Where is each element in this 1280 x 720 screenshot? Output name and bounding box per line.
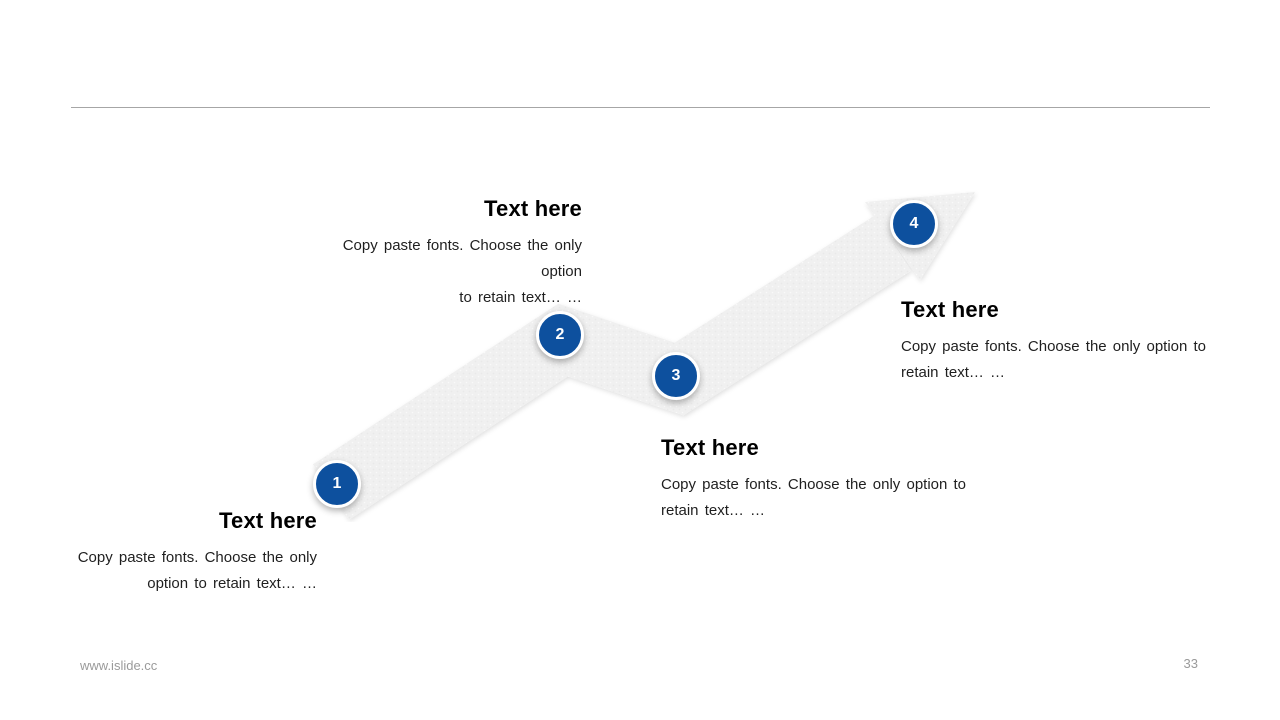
step-body-3-line-2: retain text… … <box>661 502 766 519</box>
step-node-3: 3 <box>652 352 700 400</box>
footer-page-number: 33 <box>1183 656 1198 671</box>
step-body-2-line-1: Copy paste fonts. Choose the only option <box>342 237 582 280</box>
step-body-3-line-1: Copy paste fonts. Choose the only option… <box>661 476 967 493</box>
footer-website: www.islide.cc <box>80 658 158 673</box>
step-node-2: 2 <box>536 311 584 359</box>
step-text-block-1: Text here Copy paste fonts. Choose the o… <box>60 508 317 597</box>
top-divider-line <box>71 107 1210 108</box>
step-text-block-4: Text here Copy paste fonts. Choose the o… <box>901 297 1211 386</box>
step-title-1: Text here <box>219 508 317 533</box>
step-title-4: Text here <box>901 297 999 322</box>
step-number-1: 1 <box>332 475 342 492</box>
step-node-4: 4 <box>890 200 938 248</box>
step-text-block-3: Text here Copy paste fonts. Choose the o… <box>661 435 981 524</box>
step-node-1: 1 <box>313 460 361 508</box>
step-text-block-2: Text here Copy paste fonts. Choose the o… <box>300 196 582 311</box>
step-number-3: 3 <box>671 367 681 384</box>
step-body-1-line-2: option to retain text… … <box>147 575 317 592</box>
step-number-2: 2 <box>555 326 565 343</box>
step-body-4-line-2: retain text… … <box>901 364 1006 381</box>
step-body-1-line-1: Copy paste fonts. Choose the only <box>77 549 317 566</box>
step-number-4: 4 <box>909 215 919 232</box>
step-title-3: Text here <box>661 435 759 460</box>
step-title-2: Text here <box>484 196 582 221</box>
step-body-2-line-2: to retain text… … <box>459 289 582 306</box>
step-body-4-line-1: Copy paste fonts. Choose the only option… <box>901 338 1207 355</box>
